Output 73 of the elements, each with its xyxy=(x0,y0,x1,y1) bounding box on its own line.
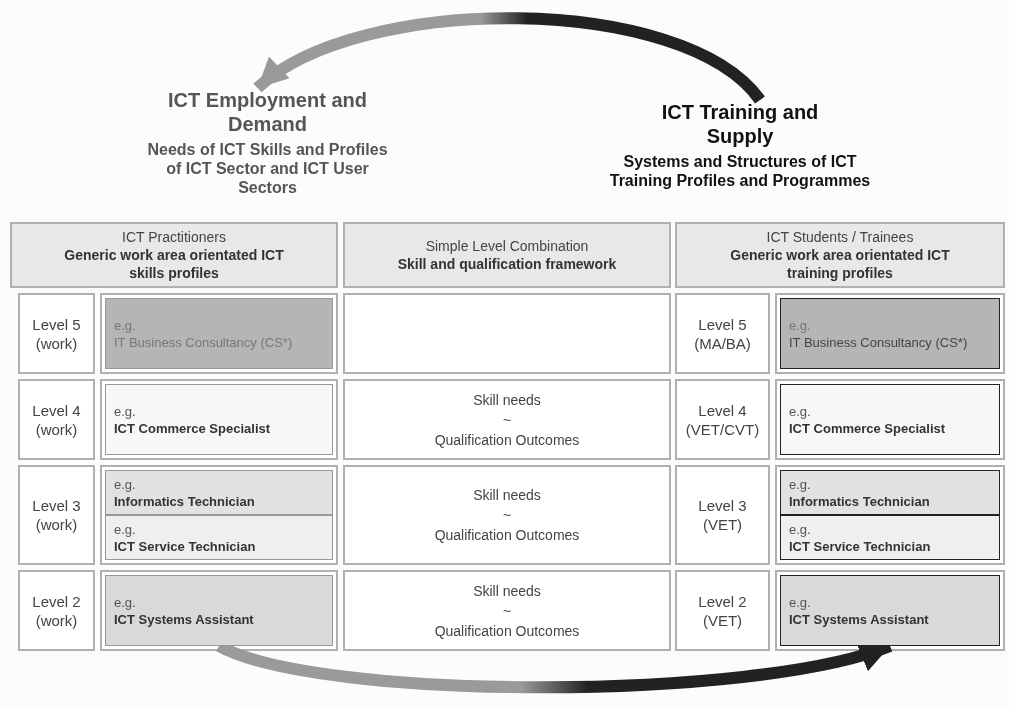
profile-box xyxy=(780,298,1000,369)
profile-name: Informatics Technician xyxy=(789,492,931,510)
tilde-text: ~ xyxy=(502,506,512,524)
level-cell xyxy=(675,379,770,460)
level-label: Level 5 (work) xyxy=(31,314,82,353)
framework-text: Skill needs xyxy=(473,486,541,504)
level-cell xyxy=(675,570,770,651)
level-cell xyxy=(18,379,95,460)
profile-name: Informatics Technician xyxy=(114,492,256,510)
profile-box xyxy=(780,515,1000,560)
header-subtext: Skill and qualification framework xyxy=(397,255,617,273)
profile-box xyxy=(780,575,1000,646)
level-cell xyxy=(675,293,770,374)
profile-box xyxy=(105,470,333,515)
example-prefix: e.g. xyxy=(114,316,137,334)
framework-cell xyxy=(343,293,671,374)
framework-text: Skill needs xyxy=(473,390,541,409)
framework-text: Qualification Outcomes xyxy=(434,430,580,449)
profile-box xyxy=(105,298,333,369)
header-subtext: Generic work area orientated ICT skills profiles xyxy=(63,246,285,282)
column-header xyxy=(343,222,671,288)
profile-name: IT Business Consultancy (CS*) xyxy=(789,333,969,351)
profile-box xyxy=(780,470,1000,515)
level-cell xyxy=(18,465,95,565)
level-cell xyxy=(18,570,95,651)
profile-name: IT Business Consultancy (CS*) xyxy=(114,333,294,351)
example-prefix: e.g. xyxy=(789,520,812,538)
level-label: Level 4 (work) xyxy=(31,400,82,439)
subheading-text: Systems and Structures of ICT Training Profiles and Programmes xyxy=(608,152,872,190)
column-header xyxy=(10,222,338,288)
header-text: ICT Students / Trainees xyxy=(766,228,914,246)
example-prefix: e.g. xyxy=(789,475,812,493)
example-prefix: e.g. xyxy=(114,402,137,420)
header-text: ICT Practitioners xyxy=(122,228,226,246)
example-prefix: e.g. xyxy=(789,402,812,420)
level-label: Level 3 (work) xyxy=(31,496,82,534)
example-prefix: e.g. xyxy=(114,520,137,538)
level-label: Level 5 (MA/BA) xyxy=(693,314,752,353)
profile-box xyxy=(105,384,333,455)
framework-cell xyxy=(343,465,671,565)
framework-text: Qualification Outcomes xyxy=(434,621,580,640)
tilde-text: ~ xyxy=(502,410,512,429)
profile-name: ICT Commerce Specialist xyxy=(114,419,272,437)
profile-name: ICT Systems Assistant xyxy=(114,610,255,628)
level-cell xyxy=(675,465,770,565)
profile-name: ICT Service Technician xyxy=(789,537,932,555)
level-label: Level 4 (VET/CVT) xyxy=(684,400,761,439)
level-label: Level 2 (work) xyxy=(31,591,82,630)
example-prefix: e.g. xyxy=(114,593,137,611)
profile-box xyxy=(780,384,1000,455)
profile-name: ICT Commerce Specialist xyxy=(789,419,947,437)
profile-name: ICT Service Technician xyxy=(114,537,257,555)
example-prefix: e.g. xyxy=(114,475,137,493)
framework-cell xyxy=(343,379,671,460)
level-label: Level 3 (VET) xyxy=(697,496,748,534)
heading-text: ICT Employment and Demand xyxy=(167,88,368,136)
profile-name: ICT Systems Assistant xyxy=(789,610,930,628)
framework-text: Skill needs xyxy=(473,581,541,600)
profile-box xyxy=(105,575,333,646)
heading-text: ICT Training and Supply xyxy=(660,100,820,148)
level-cell xyxy=(18,293,95,374)
profile-box xyxy=(105,515,333,560)
level-label: Level 2 (VET) xyxy=(697,591,748,630)
curved-arrow xyxy=(253,12,765,105)
header-subtext: Generic work area orientated ICT training profiles xyxy=(729,246,951,282)
example-prefix: e.g. xyxy=(789,593,812,611)
subheading-text: Needs of ICT Skills and Profiles of ICT Sector and ICT User Sectors xyxy=(146,140,389,197)
framework-cell xyxy=(343,570,671,651)
framework-text: Qualification Outcomes xyxy=(434,526,580,544)
example-prefix: e.g. xyxy=(789,316,812,334)
column-header xyxy=(675,222,1005,288)
tilde-text: ~ xyxy=(502,601,512,620)
header-text: Simple Level Combination xyxy=(425,237,589,255)
